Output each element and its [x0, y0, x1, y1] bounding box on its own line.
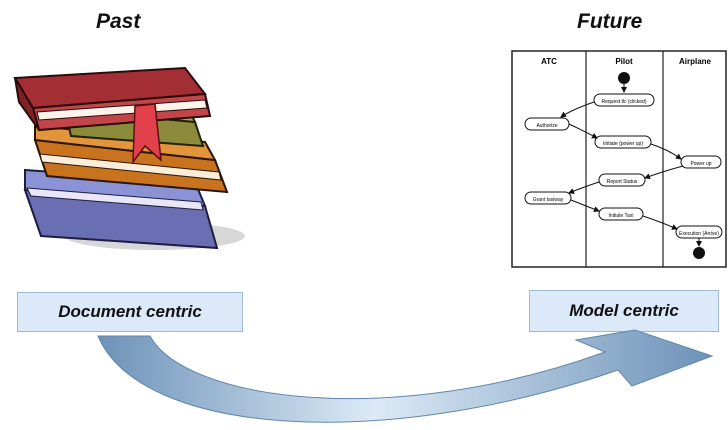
past-heading: Past — [96, 10, 141, 33]
lane-label-atc: ATC — [541, 57, 557, 66]
transition-arrow-shape — [97, 329, 714, 423]
activity-node: Report Status — [598, 173, 646, 187]
svg-text:Grant taxiway: Grant taxiway — [533, 197, 564, 203]
svg-text:Power up: Power up — [690, 161, 711, 167]
book-red — [13, 66, 212, 132]
svg-text:Initiate Taxi: Initiate Taxi — [609, 213, 634, 219]
document-centric-label: Document centric — [17, 292, 243, 332]
book-blue — [23, 168, 219, 250]
svg-text:Execution (Arrive): Execution (Arrive) — [679, 231, 719, 237]
activity-node: Request tlc (clicked) — [593, 93, 655, 107]
activity-node: Initiate (power up) — [594, 135, 652, 149]
svg-text:Report Status: Report Status — [607, 179, 638, 185]
lane-label-airplane: Airplane — [679, 57, 712, 66]
future-heading: Future — [577, 10, 643, 33]
model-centric-label: Model centric — [529, 290, 719, 332]
bookmark-ribbon — [132, 103, 162, 165]
book-orange — [33, 124, 229, 194]
flow-arrows — [560, 101, 702, 247]
activity-node: Initiate Taxi — [598, 207, 644, 221]
end-node — [693, 247, 705, 259]
svg-text:Request tlc (clicked): Request tlc (clicked) — [601, 99, 646, 105]
start-node — [618, 72, 630, 84]
activity-node: Execution (Arrive) — [675, 225, 723, 239]
books-illustration — [13, 66, 245, 250]
svg-text:Authorize: Authorize — [536, 123, 557, 129]
svg-text:Initiate (power up): Initiate (power up) — [603, 141, 643, 147]
activity-node: Authorize — [524, 117, 570, 131]
activity-node: Grant taxiway — [524, 191, 572, 205]
lane-label-pilot: Pilot — [615, 57, 633, 66]
activity-node: Power up — [680, 155, 722, 169]
activity-diagram: ATC Pilot Airplane Request tlc (clicked)… — [511, 50, 727, 268]
